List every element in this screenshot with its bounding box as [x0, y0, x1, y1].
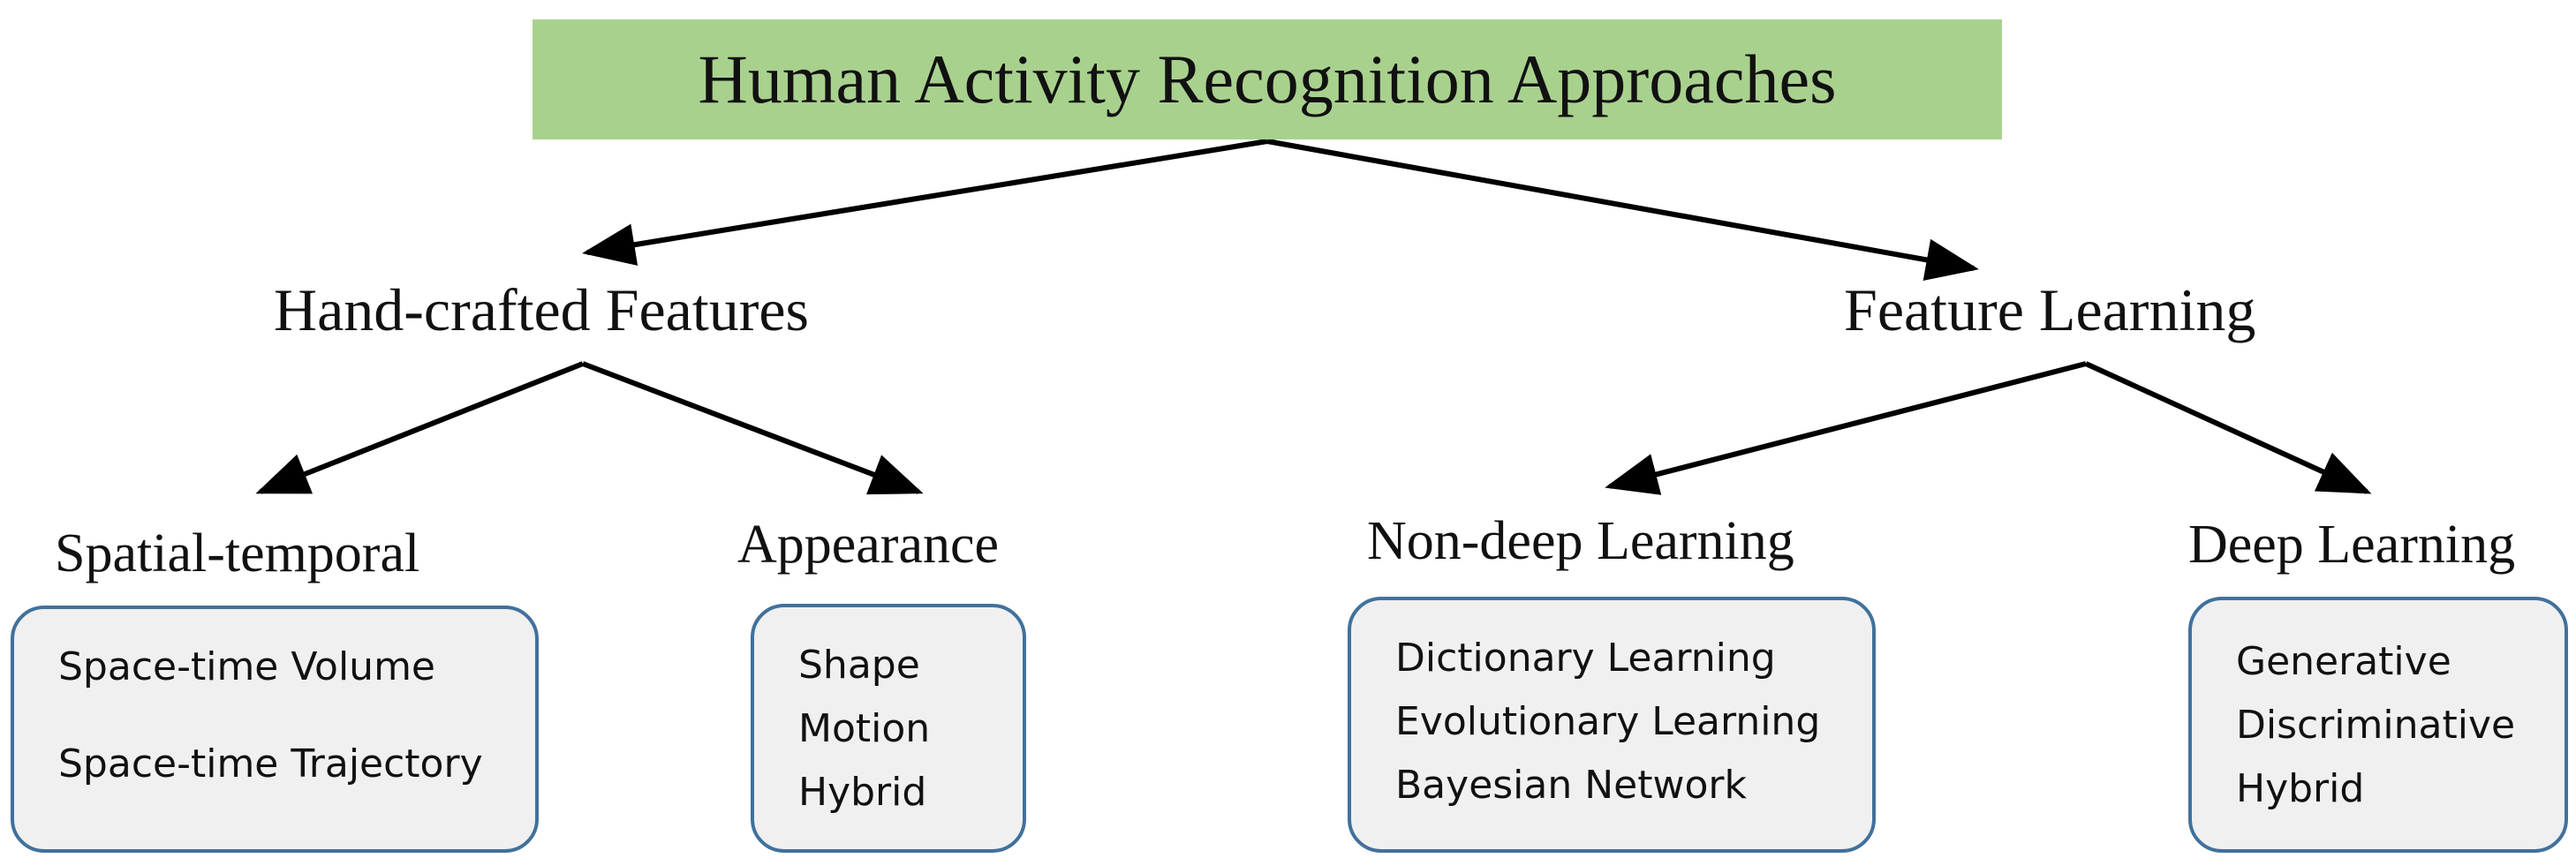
list-item: Bayesian Network [1395, 763, 1747, 808]
heading-non-deep-learning: Non-deep Learning [1367, 511, 1794, 571]
list-item: Evolutionary Learning [1395, 699, 1821, 744]
box-appearance: Shape Motion Hybrid [751, 604, 1026, 853]
list-item: Discriminative [2236, 703, 2516, 748]
arrow-title-to-handcrafted [582, 139, 1268, 266]
heading-appearance: Appearance [737, 515, 1000, 575]
box-deep-learning: Generative Discriminative Hybrid [2188, 597, 2568, 853]
box-spatial-temporal: Space-time Volume Space-time Trajectory [11, 606, 539, 853]
heading-deep-learning: Deep Learning [2188, 515, 2516, 575]
arrow-feature-learning-to-deep [2084, 361, 2372, 494]
list-item: Space-time Trajectory [58, 741, 483, 786]
arrow-title-to-feature-learning [1266, 139, 1979, 282]
heading-spatial-temporal: Spatial-temporal [55, 523, 420, 583]
list-item: Hybrid [798, 770, 927, 815]
heading-hand-crafted-features: Hand-crafted Features [274, 276, 810, 343]
box-non-deep-learning: Dictionary Learning Evolutionary Learnin… [1348, 597, 1876, 853]
arrow-feature-learning-to-non-deep [1605, 361, 2087, 495]
list-item: Dictionary Learning [1395, 636, 1776, 681]
list-item: Motion [798, 706, 931, 751]
arrow-handcrafted-to-spatial-temporal [255, 361, 585, 494]
list-item: Hybrid [2236, 766, 2365, 811]
list-item: Space-time Volume [58, 644, 436, 689]
list-item: Generative [2236, 639, 2451, 684]
list-item: Shape [798, 643, 920, 688]
arrow-handcrafted-to-appearance [581, 361, 924, 495]
diagram-title: Human Activity Recognition Approaches [698, 41, 1837, 117]
heading-feature-learning: Feature Learning [1844, 276, 2256, 343]
title-box: Human Activity Recognition Approaches [533, 19, 2002, 139]
